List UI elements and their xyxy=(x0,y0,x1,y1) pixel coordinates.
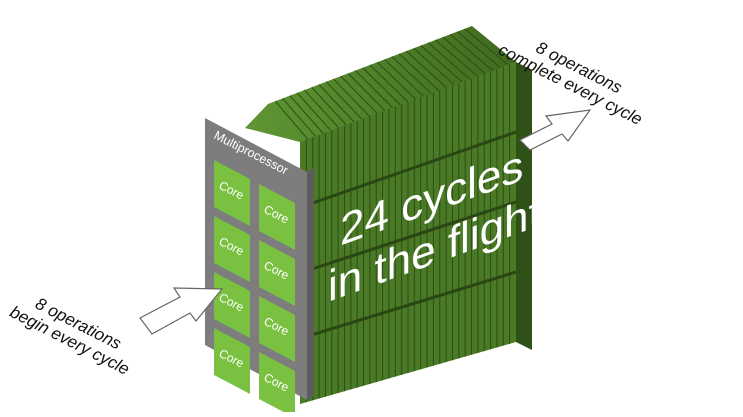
core-tile: Core xyxy=(214,216,250,282)
arrow-out-icon xyxy=(518,109,592,151)
pipeline-front-slats xyxy=(299,64,517,403)
core-tile: Core xyxy=(214,160,250,226)
core-tile: Core xyxy=(259,240,295,306)
core-tile: Core xyxy=(259,296,295,362)
arrow-in-icon xyxy=(139,287,224,335)
core-tile: Core xyxy=(259,184,295,250)
pipeline-top-face xyxy=(245,26,516,142)
multiprocessor-panel-edge xyxy=(307,168,314,400)
pipeline-end-face xyxy=(516,62,532,350)
core-tile: Core xyxy=(214,328,250,394)
pipeline-top-slats xyxy=(274,28,509,140)
core-tile: Core xyxy=(259,352,295,417)
